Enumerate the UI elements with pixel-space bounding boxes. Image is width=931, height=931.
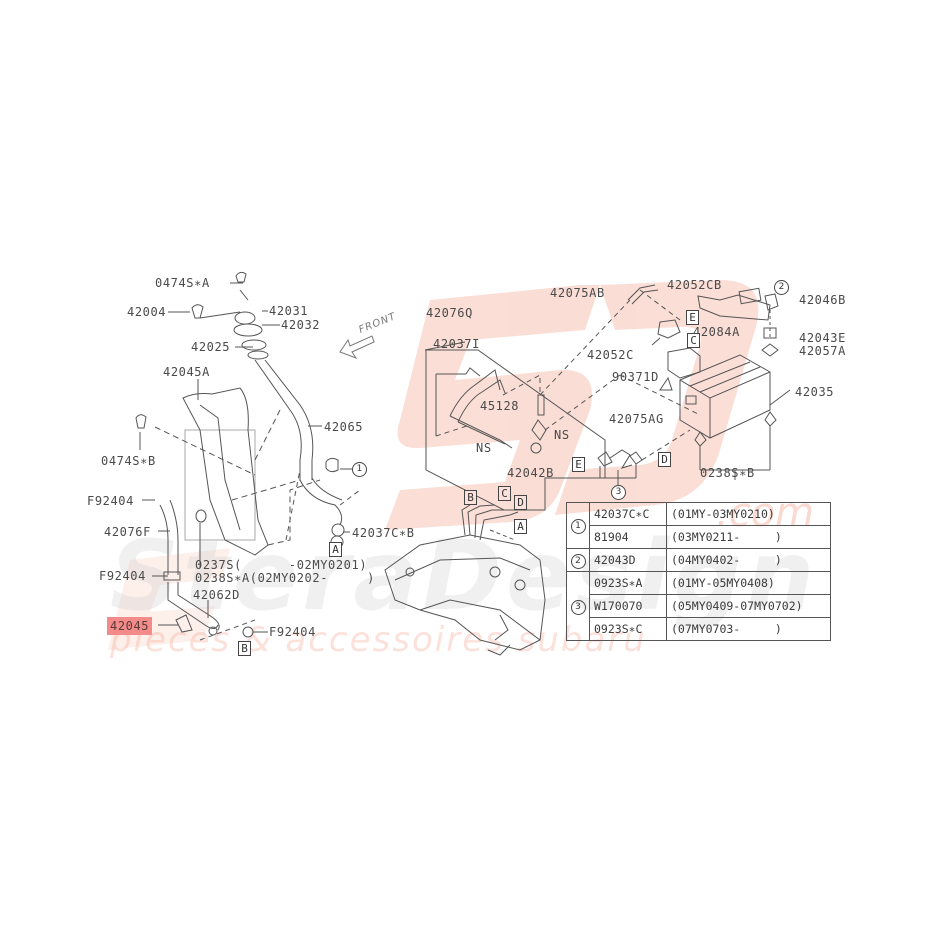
connector-A-tank[interactable]: A (514, 519, 527, 534)
variant-date-range: (07MY0703- ) (666, 617, 831, 641)
callout-0237S[interactable]: 0237S( -02MY0201) (195, 558, 368, 572)
variant-date-range: (03MY0211- ) (666, 525, 831, 549)
group-ref-3: 3 (566, 571, 590, 641)
group-ref-1: 1 (566, 502, 590, 549)
connector-C-tank[interactable]: C (498, 486, 511, 501)
table-row: 3 0923S∗A (01MY-05MY0408) (566, 571, 831, 641)
table-row: W170070 (05MY0409-07MY0702) (567, 594, 831, 618)
variant-part-number[interactable]: 0923S∗A (589, 571, 667, 595)
variant-part-number[interactable]: W170070 (589, 594, 667, 618)
callout-42052C[interactable]: 42052C (587, 348, 634, 362)
callout-42084A[interactable]: 42084A (693, 325, 740, 339)
ref-marker-3[interactable]: 3 (611, 485, 626, 500)
variant-date-range: (01MY-03MY0210) (666, 502, 831, 526)
callout-42045-highlighted[interactable]: 42045 (107, 617, 153, 635)
callout-NS-right[interactable]: NS (554, 428, 570, 442)
circled-number: 2 (570, 553, 586, 569)
variant-date-range: (01MY-05MY0408) (666, 571, 831, 595)
connector-C-valve[interactable]: C (687, 333, 700, 348)
callout-42057A[interactable]: 42057A (799, 344, 846, 358)
callout-42042B[interactable]: 42042B (507, 466, 554, 480)
variant-part-number[interactable]: 0923S∗C (589, 617, 667, 641)
callout-42004[interactable]: 42004 (127, 305, 167, 319)
variant-part-number[interactable]: 42037C∗C (589, 502, 667, 526)
variant-date-range: (05MY0409-07MY0702) (666, 594, 831, 618)
table-row: 81904 (03MY0211- ) (567, 525, 831, 549)
ref-marker-1[interactable]: 1 (352, 462, 367, 477)
callout-42037C-B[interactable]: 42037C∗B (352, 526, 415, 540)
connector-B-tank[interactable]: B (464, 490, 477, 505)
callout-42076Q[interactable]: 42076Q (426, 306, 473, 320)
callout-0238S-B[interactable]: 0238S∗B (700, 466, 755, 480)
callout-42062D[interactable]: 42062D (193, 588, 240, 602)
callout-F92404-mid[interactable]: F92404 (99, 569, 146, 583)
circled-number: 1 (570, 519, 586, 534)
callout-42075AG[interactable]: 42075AG (609, 412, 664, 426)
table-row: 0923S∗C (07MY0703- ) (567, 617, 831, 641)
callout-42035[interactable]: 42035 (795, 385, 835, 399)
connector-D-canister[interactable]: D (658, 452, 671, 467)
group-ref-2: 2 (566, 548, 590, 572)
callout-42031[interactable]: 42031 (269, 304, 309, 318)
callout-42043E[interactable]: 42043E (799, 331, 846, 345)
connector-B-filler[interactable]: B (238, 641, 251, 656)
variant-date-range: (04MY0402- ) (666, 548, 831, 572)
callout-42045A[interactable]: 42045A (163, 365, 210, 379)
callout-0474S-B[interactable]: 0474S∗B (101, 454, 156, 468)
variant-part-number[interactable]: 81904 (589, 525, 667, 549)
callout-0238S-A[interactable]: 0238S∗A(02MY0202- ) (195, 571, 375, 585)
callout-45128[interactable]: 45128 (480, 399, 520, 413)
callout-0474S-A[interactable]: 0474S∗A (155, 276, 210, 290)
connector-E-valve[interactable]: E (686, 310, 699, 325)
circled-number: 3 (570, 599, 586, 615)
variant-part-number[interactable]: 42043D (589, 548, 667, 572)
callout-F92404-bottom[interactable]: F92404 (269, 625, 316, 639)
callout-42032[interactable]: 42032 (281, 318, 321, 332)
connector-D-tank[interactable]: D (514, 495, 527, 510)
callout-42037I[interactable]: 42037I (433, 337, 480, 351)
ref-marker-2[interactable]: 2 (774, 280, 789, 295)
callout-42065[interactable]: 42065 (324, 420, 364, 434)
callout-90371D[interactable]: 90371D (612, 370, 659, 384)
callout-F92404-top[interactable]: F92404 (87, 494, 134, 508)
callout-42052CB[interactable]: 42052CB (667, 278, 722, 292)
table-row: 2 42043D (04MY0402- ) (566, 548, 831, 572)
part-variant-table: 1 42037C∗C (01MY-03MY0210) 81904 (03MY02… (566, 502, 831, 641)
callout-NS-left[interactable]: NS (476, 441, 492, 455)
callout-42046B[interactable]: 42046B (799, 293, 846, 307)
callout-42076F[interactable]: 42076F (104, 525, 151, 539)
callout-42075AB[interactable]: 42075AB (550, 286, 605, 300)
table-row: 1 42037C∗C (01MY-03MY0210) (566, 502, 831, 549)
connector-E-tube[interactable]: E (572, 457, 585, 472)
callout-42025[interactable]: 42025 (191, 340, 231, 354)
connector-A-filler[interactable]: A (329, 542, 342, 557)
